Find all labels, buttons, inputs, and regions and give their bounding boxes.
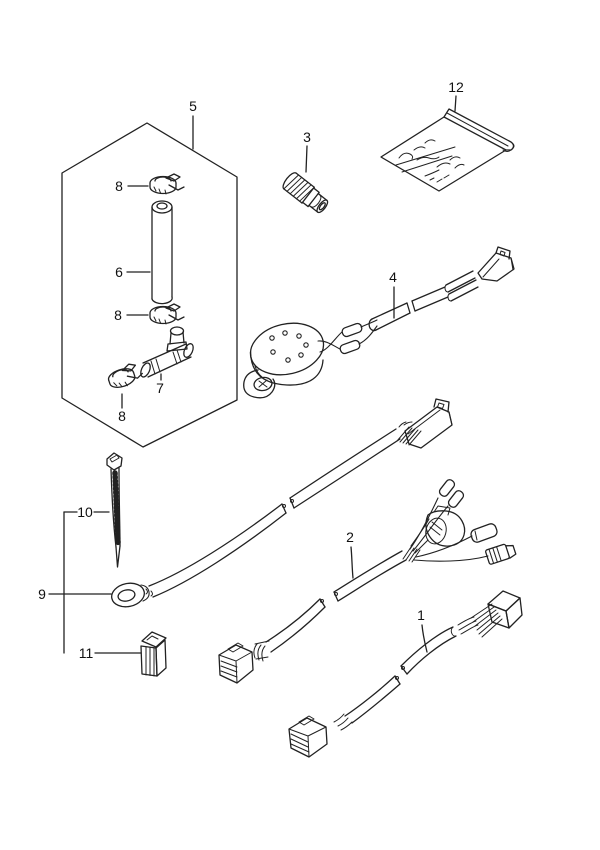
callout-4: 4	[389, 269, 397, 285]
callout-10: 10	[77, 504, 93, 520]
callout-8-top: 8	[115, 178, 123, 194]
part-10-cable-tie	[106, 452, 123, 568]
part-2-main-harness	[218, 479, 517, 684]
part-7-t-joint	[140, 326, 194, 381]
part-8-clamp-bottom	[105, 360, 146, 409]
callout-12: 12	[448, 79, 464, 95]
buzzer-holes	[269, 330, 309, 363]
callout-6: 6	[115, 264, 123, 280]
callout-bracket-9-10-11	[48, 511, 142, 654]
callout-7: 7	[156, 380, 164, 396]
part-5-kit-outline	[61, 115, 238, 448]
callout-1: 1	[417, 607, 425, 623]
part-8-clamp-mid	[126, 303, 185, 325]
part-6-tube	[126, 200, 173, 305]
callout-3: 3	[303, 129, 311, 145]
part-3-plug	[282, 145, 329, 214]
part-4-buzzer-harness	[243, 246, 515, 399]
part-9-battery-wire	[111, 398, 453, 608]
bag-scribbles	[395, 139, 465, 183]
part-1-harness	[288, 590, 523, 758]
part-11-connector-holder	[140, 631, 167, 677]
part-12-parts-bag	[380, 95, 515, 192]
callout-labels: 1 2 3 4 5 6 7 8 8 8 9 10 11 12	[38, 79, 464, 661]
part-8-clamp-top	[127, 173, 185, 195]
callout-5: 5	[189, 98, 197, 114]
callout-11: 11	[79, 645, 94, 661]
callout-8-bottom: 8	[118, 408, 126, 424]
callout-2: 2	[346, 529, 354, 545]
callout-8-mid: 8	[114, 307, 122, 323]
callout-9: 9	[38, 586, 46, 602]
